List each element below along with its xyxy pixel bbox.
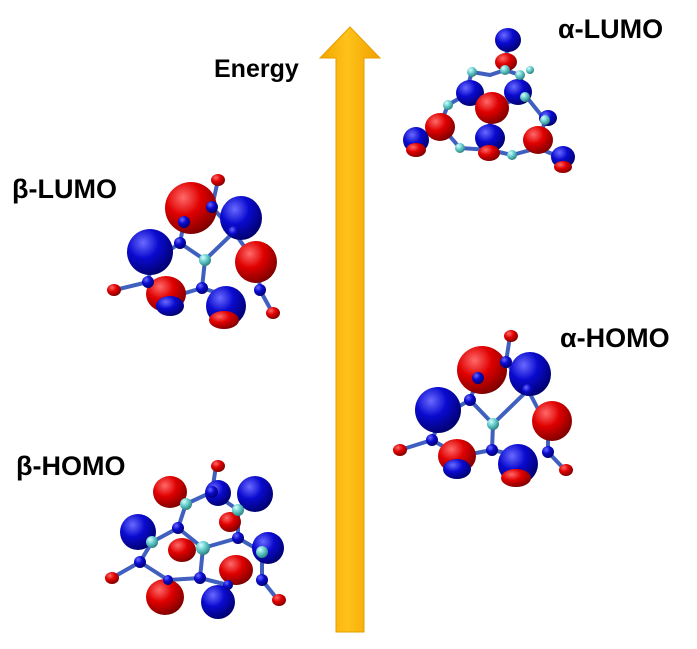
- energy-arrow: [318, 26, 382, 633]
- beta-lumo-label: β-LUMO: [12, 174, 117, 204]
- alpha-lumo-label: α-LUMO: [558, 14, 664, 44]
- alpha-homo-label: α-HOMO: [560, 323, 670, 353]
- beta-homo-orbital: [105, 460, 286, 619]
- beta-lumo-orbital: [107, 174, 280, 329]
- beta-homo-label: β-HOMO: [16, 451, 126, 481]
- energy-axis-label: Energy: [214, 55, 299, 83]
- alpha-homo-orbital: [393, 330, 573, 487]
- alpha-lumo-orbital: [403, 28, 575, 173]
